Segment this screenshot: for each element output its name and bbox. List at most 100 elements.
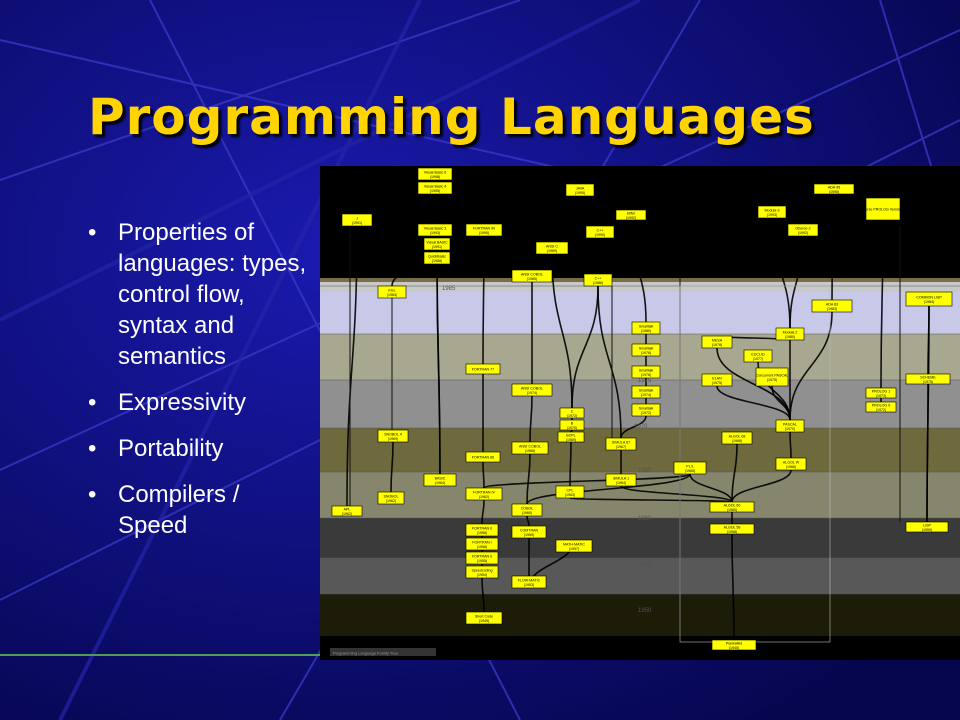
language-node-box <box>811 299 853 313</box>
lineage-line <box>789 235 804 329</box>
language-node-label: SNOBOL 4 <box>384 433 402 437</box>
language-node: FORTRAN IV(1962) <box>465 487 503 501</box>
language-node-label: FORTRAN II <box>472 527 492 531</box>
bullet-item: •Portability <box>88 433 308 464</box>
language-node-box <box>465 223 503 237</box>
bullet-list: •Properties of languages: types, control… <box>88 217 308 556</box>
language-node-year: (1978) <box>641 351 651 355</box>
language-node-label: EUCLID <box>751 353 765 357</box>
language-node: J(1991) <box>341 213 373 227</box>
era-band <box>320 166 960 278</box>
lineage-line <box>551 253 573 409</box>
language-node-label: FORTRAN 0 <box>472 555 492 559</box>
language-node-label: ALGOL 58 <box>724 526 741 530</box>
language-node: BASIC(1964) <box>423 473 457 487</box>
language-node-box <box>511 525 547 539</box>
language-node-label: ANSI COBOL <box>521 387 543 391</box>
year-label: 1955 <box>638 562 652 568</box>
diagram-caption: Programming Language Family Tree <box>333 651 399 656</box>
lineage-line <box>880 219 884 389</box>
language-node-year: (1968) <box>732 439 742 443</box>
year-label: 1970 <box>634 424 648 430</box>
language-node-year: (1962) <box>342 512 352 516</box>
language-node-year: (1960) <box>522 511 532 515</box>
language-node-label: Speedcoding <box>472 569 493 573</box>
language-node-label: COBOL <box>521 507 534 511</box>
language-node-box <box>813 183 855 195</box>
lineage-line <box>927 305 930 375</box>
lineage-line <box>482 235 485 365</box>
lineage-line <box>771 217 791 329</box>
language-node: Speedcoding(1954) <box>465 565 499 579</box>
language-node-year: (1986) <box>593 281 603 285</box>
lineage-line <box>526 473 691 505</box>
language-node-year: (1957) <box>569 547 579 551</box>
language-node-year: (1985) <box>527 277 537 281</box>
language-node-box <box>377 285 407 299</box>
language-node: ANSI COBOL(1985) <box>511 269 553 283</box>
language-node: ALGOL 60(1960) <box>709 501 755 513</box>
language-node-year: (1960) <box>727 508 737 512</box>
language-node-label: BASIC <box>435 477 446 481</box>
language-node-year: (1958) <box>477 531 487 535</box>
language-node-year: (1963) <box>565 493 575 497</box>
language-node-label: ALGOL W <box>783 461 800 465</box>
era-band <box>320 594 960 636</box>
language-node-label: Concurrent PASCAL <box>756 374 789 378</box>
language-node-box <box>341 213 373 227</box>
language-node-label: ELAN <box>712 377 722 381</box>
language-node-label: PROLOG 1 <box>872 390 890 394</box>
language-node-box <box>583 273 613 287</box>
lineage-line <box>436 249 441 475</box>
language-node-box <box>787 223 819 237</box>
language-node-box <box>865 387 897 399</box>
language-node-year: (1973) <box>876 394 886 398</box>
language-node: Modula-3(1993) <box>757 205 787 219</box>
language-node-label: Eiffel <box>627 212 635 216</box>
era-band <box>320 518 960 558</box>
language-node-year: (1984) <box>924 300 934 304</box>
language-node-box <box>565 183 595 197</box>
language-node: C++(1990) <box>585 225 615 239</box>
language-node: Smalltalk(1980) <box>631 321 661 335</box>
language-node-label: SCHEME <box>920 376 936 380</box>
language-node-label: B <box>571 422 574 426</box>
language-node-year: (1995) <box>829 190 839 194</box>
language-node: COMTRAN(1959) <box>511 525 547 539</box>
language-node-box <box>631 385 661 399</box>
language-node: ALGOL 68(1968) <box>721 431 753 445</box>
language-node-label: FORTRAN 90 <box>473 227 495 231</box>
language-node-label: FORTRAN IV <box>473 491 495 495</box>
language-node: Visual Basic 3(1993) <box>417 223 453 237</box>
language-node-label: MATH-MATIC <box>563 543 585 547</box>
bullet-item: •Properties of languages: types, control… <box>88 217 308 372</box>
language-node-year: (1980) <box>641 329 651 333</box>
language-node-year: (1995) <box>430 189 440 193</box>
language-node: ELAN(1975) <box>701 373 733 387</box>
language-node-box <box>557 431 585 443</box>
language-node-year: (1993) <box>767 213 777 217</box>
language-node: CPL(1963) <box>555 485 585 499</box>
language-node-year: (1991) <box>352 221 362 225</box>
language-node-label: KGL <box>388 289 395 293</box>
language-node-box <box>585 225 615 239</box>
language-node-label: C++ <box>597 229 604 233</box>
language-node-year: (1945) <box>729 646 739 650</box>
language-node: Modula 2(1980) <box>775 327 805 341</box>
language-node: ALGOL W(1966) <box>775 457 807 471</box>
bullet-text: Expressivity <box>118 389 247 416</box>
bullet-text: Portability <box>118 435 224 462</box>
lineage-line <box>346 225 358 507</box>
bullet-text: Properties of languages: types, control … <box>118 219 307 370</box>
language-node-box <box>331 505 363 517</box>
language-node-year: (1964) <box>616 481 626 485</box>
language-node-box <box>905 521 949 533</box>
language-node: SNOBOL(1962) <box>377 491 405 505</box>
year-label: 1975 <box>638 378 652 384</box>
language-node-box <box>605 473 637 487</box>
language-node-box <box>535 241 569 255</box>
lineage-line <box>716 347 791 421</box>
language-node-year: (1988) <box>432 259 442 263</box>
language-node: ADA 83(1983) <box>811 299 853 313</box>
language-node-label: ALGOL 68 <box>729 435 746 439</box>
